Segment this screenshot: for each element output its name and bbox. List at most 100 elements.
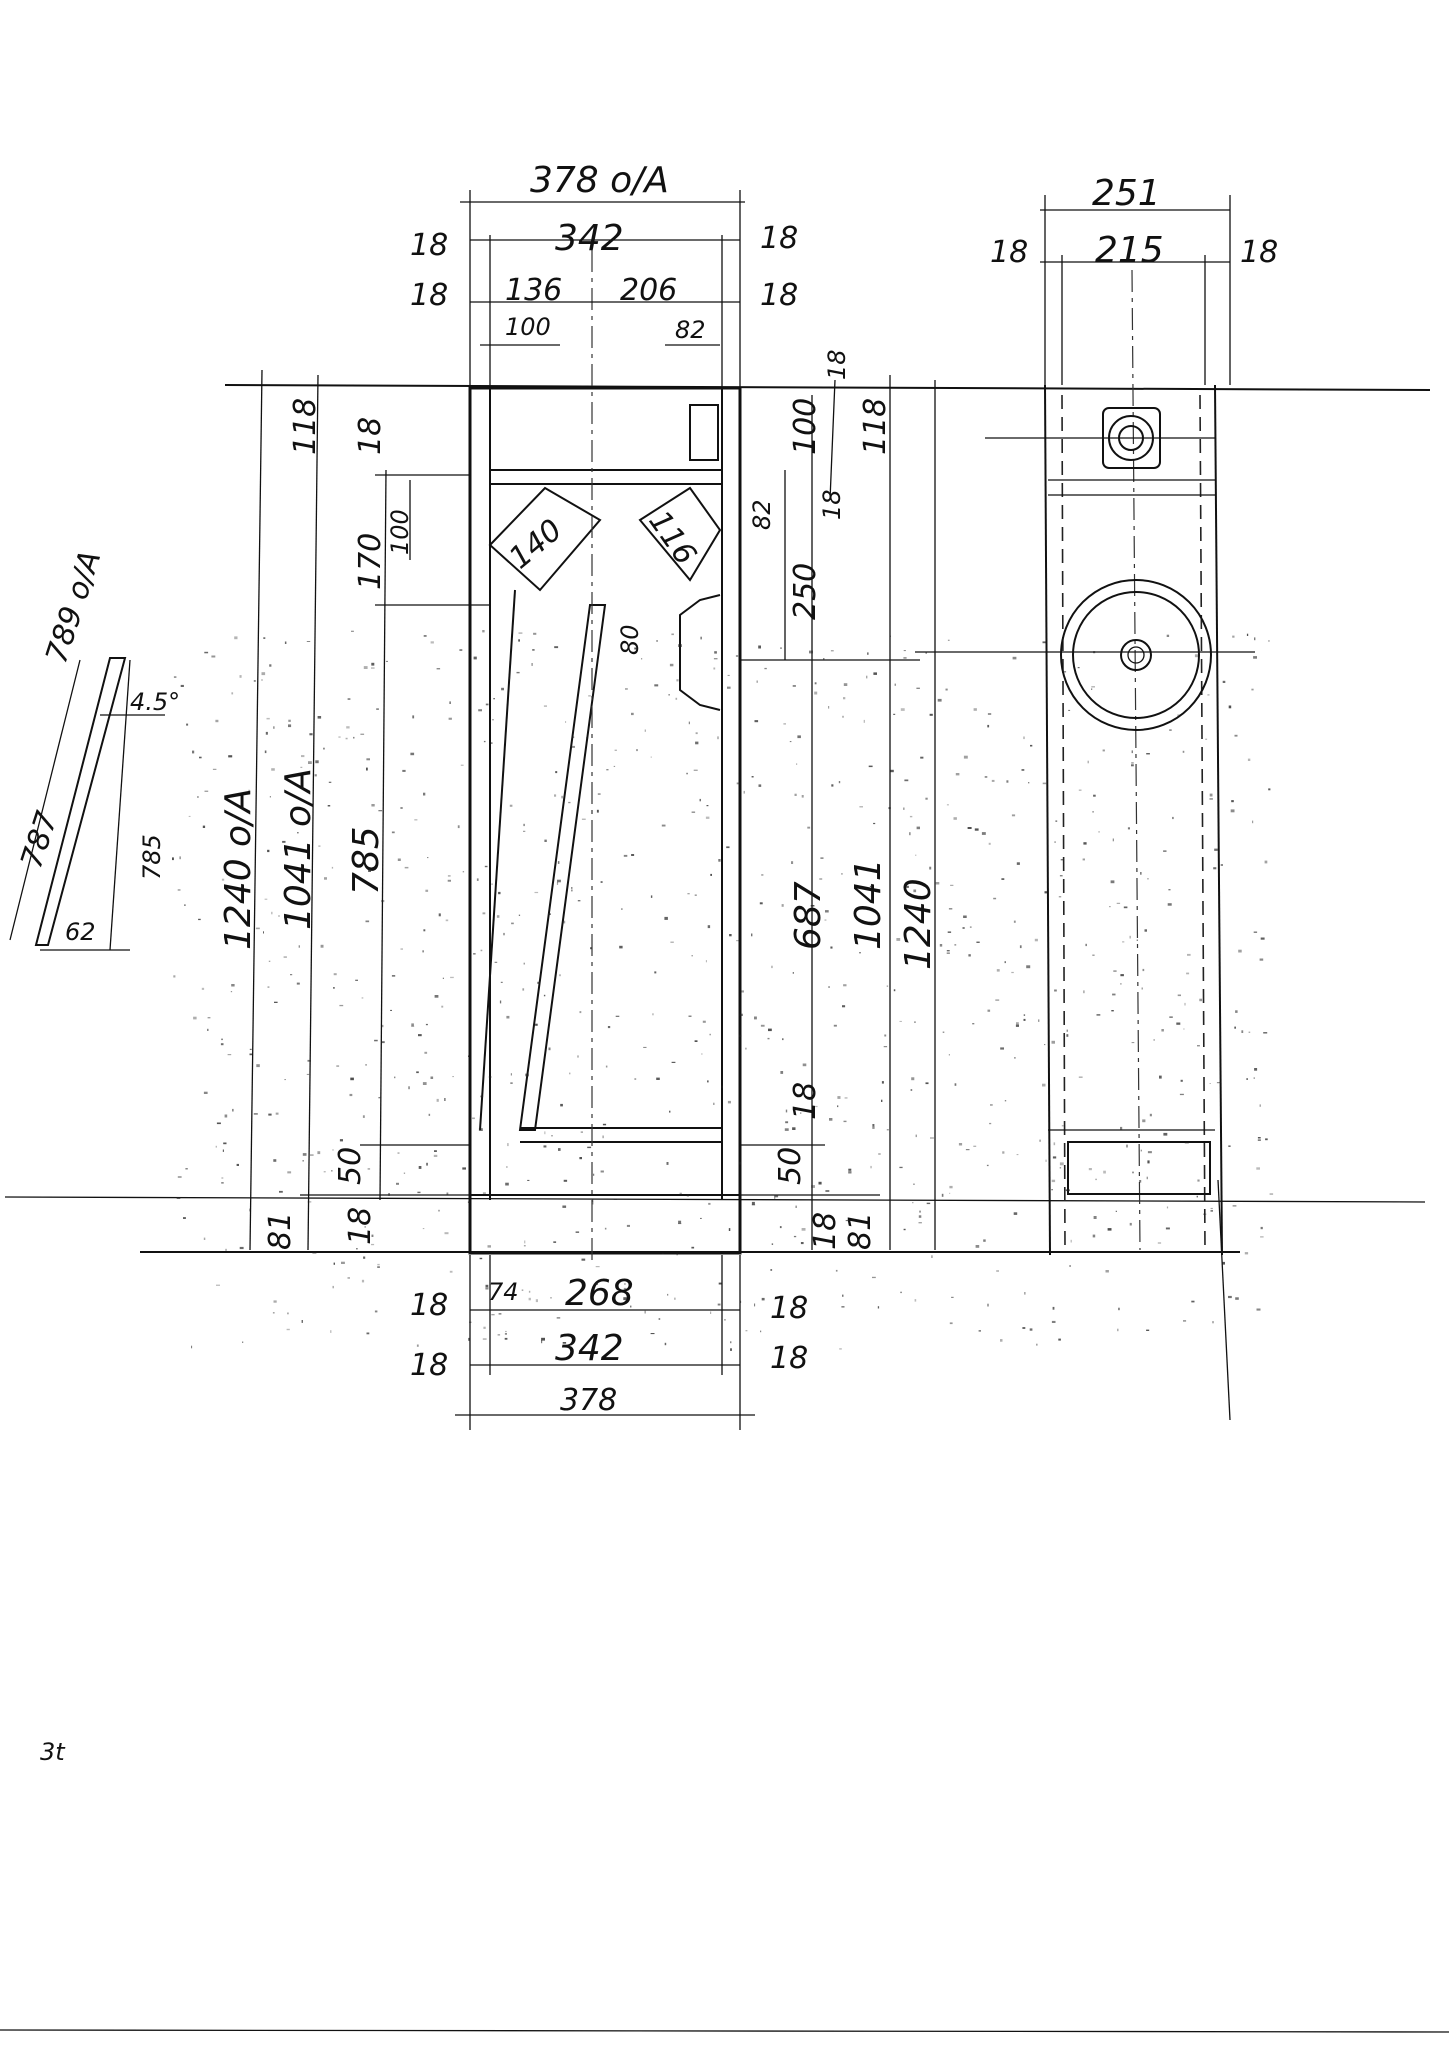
noise-speck [485,1284,489,1287]
noise-speck [356,1248,358,1250]
noise-speck [473,656,477,660]
noise-speck [198,918,201,921]
noise-speck [807,826,811,829]
noise-speck [548,913,551,915]
noise-speck [829,1118,833,1121]
noise-speck [883,1046,888,1048]
noise-speck [967,827,972,829]
noise-speck [605,1065,608,1068]
noise-speck [222,1149,224,1152]
noise-speck [1131,762,1134,764]
noise-speck [816,1223,819,1227]
panel-angle-label: 4.5° [130,688,180,716]
noise-speck [1139,1180,1142,1183]
noise-speck [705,960,707,963]
noise-speck [1260,1236,1264,1238]
noise-speck [381,900,385,903]
right-top-18-label: 18 [823,349,851,380]
left-height-overall-label: 1240 o/A [218,788,259,950]
noise-speck [643,1046,647,1048]
noise-speck [751,776,754,778]
noise-speck [1039,1139,1041,1142]
noise-speck [1083,842,1087,845]
noise-speck [438,913,441,917]
bottom-268-label: 268 [565,1273,634,1314]
noise-speck [947,931,952,933]
noise-speck [499,1000,502,1004]
noise-speck [1015,1024,1019,1027]
noise-speck [351,630,354,632]
noise-speck [317,1151,321,1155]
noise-speck [449,1270,453,1273]
noise-speck [331,1170,333,1172]
noise-speck [1260,1226,1263,1230]
noise-speck [1120,1126,1123,1130]
noise-speck [1093,651,1096,654]
noise-speck [1052,1156,1057,1159]
noise-speck [915,1134,917,1138]
noise-speck [839,1348,842,1350]
noise-speck [743,790,745,794]
noise-speck [400,948,403,950]
noise-speck [602,1123,607,1126]
noise-speck [691,955,693,957]
noise-speck [1191,1300,1195,1303]
noise-speck [606,769,609,771]
noise-speck [290,974,293,976]
noise-speck [621,908,623,910]
noise-speck [388,1193,390,1196]
noise-speck [467,1201,470,1203]
noise-speck [886,1129,889,1131]
noise-speck [761,1297,765,1301]
noise-speck [1001,878,1005,880]
noise-speck [1131,1042,1135,1044]
noise-speck [543,994,546,997]
noise-speck [912,1202,914,1204]
noise-speck [830,650,834,652]
noise-speck [593,1173,595,1176]
noise-speck [948,1054,950,1056]
noise-speck [282,840,286,843]
noise-speck [172,857,174,861]
noise-speck [700,1217,702,1219]
noise-speck [976,941,980,943]
noise-speck [1220,864,1223,866]
noise-speck [1228,1295,1232,1299]
noise-speck [284,641,287,644]
right-250-label: 250 [788,563,823,620]
noise-speck [745,1047,747,1050]
noise-speck [669,663,674,667]
noise-speck [491,1314,495,1316]
noise-speck [478,1128,483,1131]
page-number: 3t [40,1738,66,1766]
noise-speck [494,961,498,963]
noise-speck [554,794,557,797]
noise-speck [1194,654,1199,658]
noise-speck [810,905,815,907]
noise-speck [271,768,275,771]
noise-speck [619,945,623,949]
noise-speck [675,697,678,700]
side-section [915,195,1255,1421]
noise-speck [367,1168,371,1170]
noise-speck [884,1034,887,1037]
noise-speck [492,719,494,721]
noise-speck [1182,750,1185,753]
noise-speck [1140,1149,1142,1152]
noise-speck [1112,838,1114,842]
noise-speck [551,1135,553,1137]
noise-speck [1235,1297,1239,1300]
noise-speck [843,984,847,987]
noise-speck [365,920,370,923]
noise-speck [560,1103,563,1107]
noise-speck [929,713,933,716]
noise-speck [336,1065,340,1067]
noise-speck [339,1004,344,1007]
noise-speck [302,1160,304,1162]
noise-speck [841,873,843,875]
noise-speck [1077,667,1080,669]
noise-speck [935,882,940,885]
noise-speck [1241,1030,1244,1033]
noise-speck [434,1150,437,1152]
right-1041-label: 1041 [848,858,889,950]
